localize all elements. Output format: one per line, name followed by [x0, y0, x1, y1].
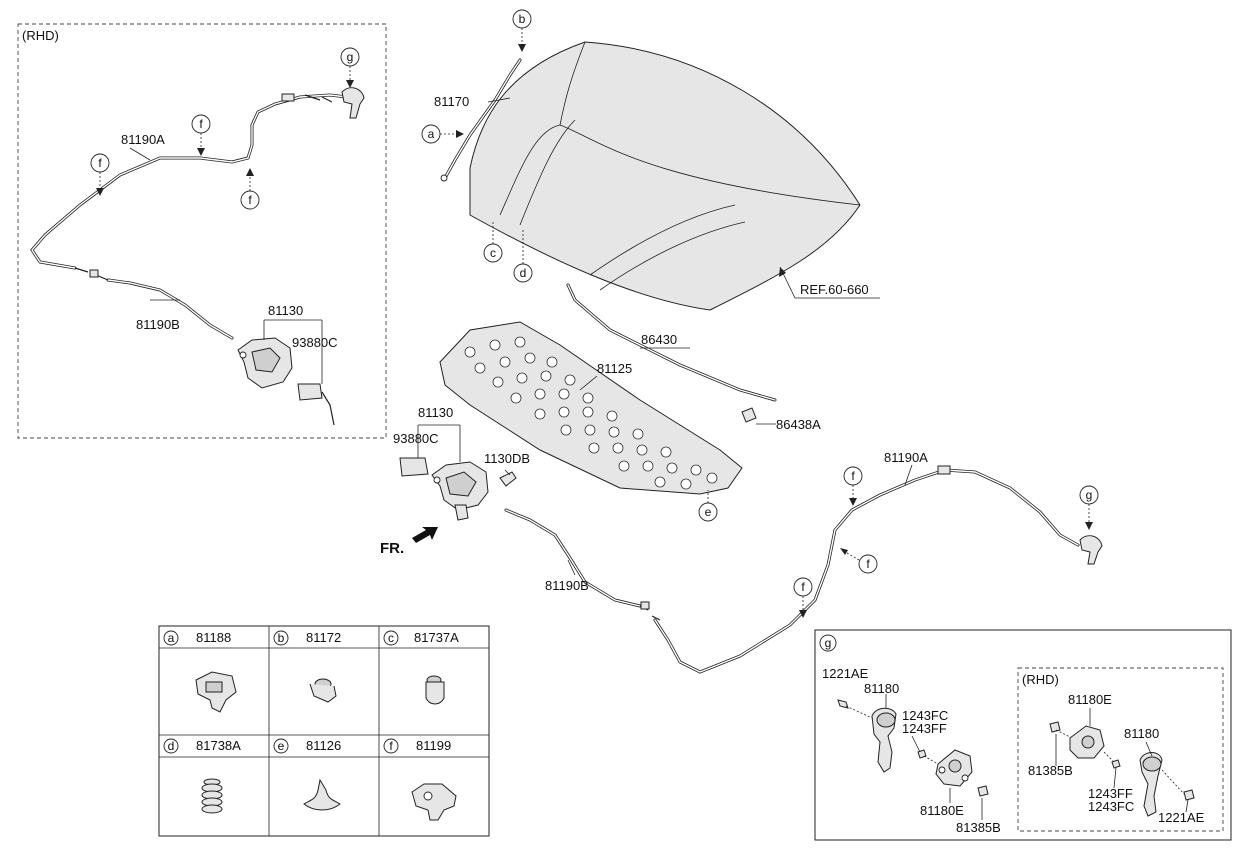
svg-text:81126: 81126 — [306, 738, 341, 753]
label-81170: 81170 — [434, 94, 469, 109]
callout-f-rhd-3: f — [240, 168, 260, 210]
svg-text:b: b — [278, 631, 285, 645]
label-g-rhd-81180: 81180 — [1124, 726, 1159, 741]
svg-text:d: d — [520, 266, 527, 280]
svg-text:f: f — [801, 580, 805, 594]
label-fr: FR. — [380, 540, 404, 557]
rhd-release-handle — [341, 87, 365, 119]
label-g-81180: 81180 — [864, 681, 899, 696]
label-81190B-rhd: 81190B — [136, 317, 180, 332]
svg-text:f: f — [248, 193, 252, 207]
svg-text:e: e — [705, 505, 712, 519]
cable-grommet — [937, 465, 951, 475]
release-handle — [1079, 535, 1103, 565]
bumper-81738A-icon — [201, 778, 223, 814]
legend-cell-d: d 81738A — [163, 738, 241, 814]
label-86430: 86430 — [641, 332, 677, 347]
rhd-switch-wire — [321, 391, 335, 426]
cable-clip-81199-icon — [411, 783, 457, 821]
svg-text:g: g — [347, 50, 354, 64]
label-g-rhd-1243FC: 1243FC — [1088, 799, 1134, 814]
label-g-1243FC: 1243FC — [902, 708, 948, 723]
callout-f-main-2: f — [840, 548, 878, 574]
front-arrow-icon — [412, 527, 438, 543]
label-g-rhd-81385B: 81385B — [1028, 763, 1073, 778]
svg-text:d: d — [168, 739, 175, 753]
svg-text:81199: 81199 — [416, 738, 451, 753]
label-g-81385B: 81385B — [956, 820, 1001, 835]
svg-text:a: a — [428, 127, 435, 141]
callout-e-pad: e — [698, 490, 718, 522]
legend-cell-f: f 81199 — [383, 738, 457, 821]
svg-text:a: a — [168, 631, 175, 645]
svg-text:81172: 81172 — [306, 630, 341, 645]
screw-1221AE-icon — [837, 699, 849, 709]
label-g-rhd-1243FF: 1243FF — [1088, 786, 1133, 801]
detail-g-rhd-frame — [1017, 667, 1224, 832]
label-g-rhd: (RHD) — [1022, 672, 1059, 687]
legend-cell-b: b 81172 — [273, 630, 341, 703]
detail-g-box: g 1221AE 81180 1243FC 1243FF 81180E 8138… — [814, 629, 1232, 841]
legend-cell-a: a 81188 — [163, 630, 237, 713]
legend-table: a 81188 b 81172 c 81737A d 81738A — [158, 625, 490, 837]
label-93880C-rhd: 93880C — [292, 335, 338, 350]
svg-text:f: f — [389, 739, 393, 753]
svg-text:c: c — [490, 246, 496, 260]
label-81190A-main: 81190A — [884, 450, 928, 465]
label-g-rhd-1221AE: 1221AE — [1158, 810, 1205, 825]
legend-cell-e: e 81126 — [273, 738, 341, 811]
svg-text:81738A: 81738A — [196, 738, 241, 753]
callout-c-hood: c — [483, 220, 503, 263]
svg-text:f: f — [851, 469, 855, 483]
label-g-81180E: 81180E — [920, 803, 964, 818]
callout-a-hood: a — [421, 124, 464, 144]
rhd-cable-end-upper — [304, 94, 333, 103]
label-1130DB: 1130DB — [484, 451, 530, 466]
detail-g-letter: g — [825, 636, 832, 650]
callout-f-rhd-2: f — [90, 153, 110, 196]
callout-d-hood: d — [513, 228, 533, 283]
rhd-inset-label: (RHD) — [22, 28, 59, 43]
label-86438A: 86438A — [776, 417, 821, 432]
callout-g-rhd: g — [340, 47, 360, 88]
legend-cell-c: c 81737A — [383, 630, 459, 705]
label-81190B-center: 81190B — [545, 578, 589, 593]
rhd-inset-frame — [17, 23, 387, 439]
rhd-screw-1221AE-icon — [1183, 789, 1195, 801]
label-81190A-rhd: 81190A — [121, 132, 165, 147]
callout-f-rhd-1: f — [191, 114, 211, 156]
rhd-hood-switch-93880C — [297, 383, 323, 401]
rhd-screw-1243-icon — [1111, 759, 1121, 769]
callout-f-main-1: f — [843, 466, 863, 506]
svg-text:g: g — [1086, 488, 1093, 502]
svg-text:f: f — [199, 117, 203, 131]
nut-81385B-icon — [977, 785, 989, 797]
hood-switch-93880C — [399, 457, 429, 477]
rhd-nut-81385B-icon — [1049, 721, 1061, 733]
label-g-1243FF: 1243FF — [902, 721, 947, 736]
svg-text:e: e — [278, 739, 285, 753]
svg-text:f: f — [866, 557, 870, 571]
svg-text:b: b — [519, 12, 526, 26]
label-81130-center: 81130 — [418, 405, 453, 420]
svg-text:f: f — [98, 156, 102, 170]
clip-81126-icon — [303, 778, 341, 811]
svg-text:81737A: 81737A — [414, 630, 459, 645]
callout-g-main: g — [1079, 485, 1099, 530]
svg-text:81188: 81188 — [196, 630, 231, 645]
seal-clip-86438A — [741, 407, 757, 423]
label-81125: 81125 — [597, 361, 632, 376]
rhd-cable-grommet — [281, 93, 295, 102]
svg-text:c: c — [388, 631, 394, 645]
callout-f-main-3: f — [793, 577, 813, 618]
label-g-1221AE: 1221AE — [822, 666, 869, 681]
label-93880C-center: 93880C — [393, 431, 439, 446]
callout-b-hood: b — [512, 9, 532, 52]
bolt-1130DB — [499, 471, 517, 487]
label-ref-60-660: REF.60-660 — [800, 282, 869, 297]
insulator-dimples — [464, 336, 718, 490]
label-81130-rhd: 81130 — [268, 303, 303, 318]
label-g-rhd-81180E: 81180E — [1068, 692, 1112, 707]
